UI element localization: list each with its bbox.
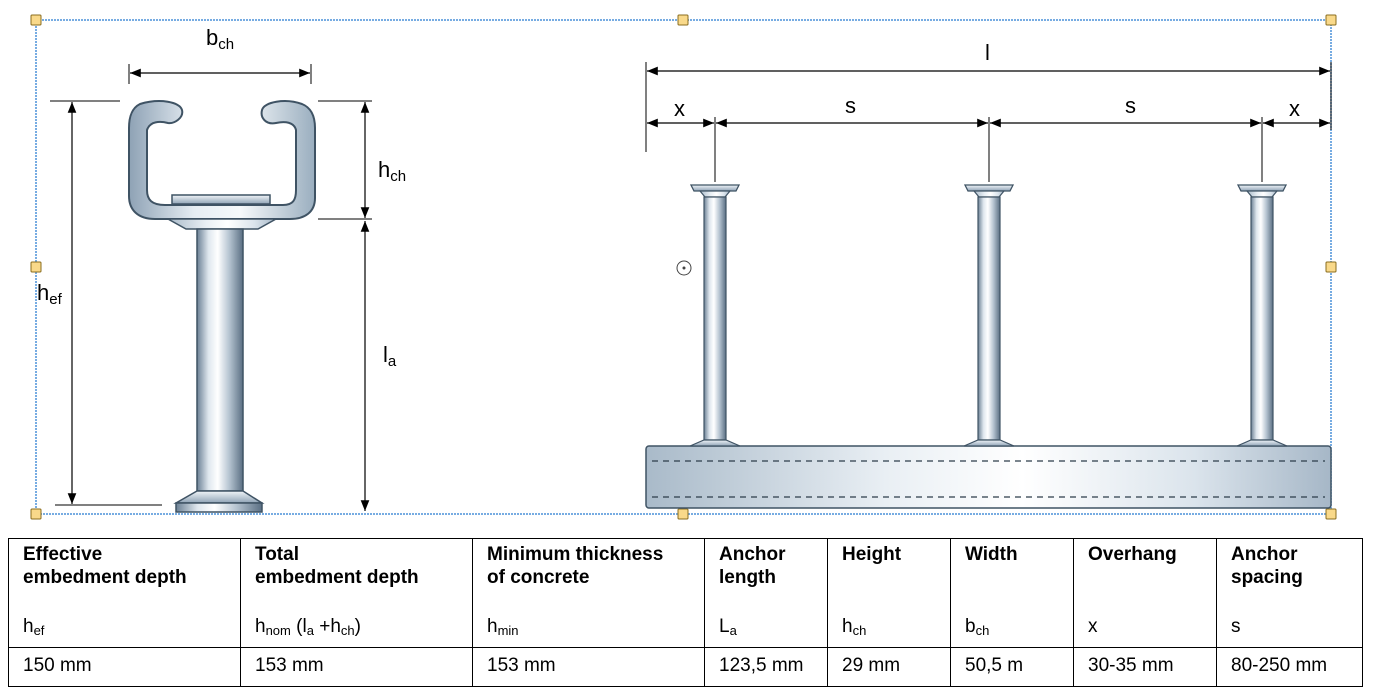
value-cell: 50,5 m — [950, 647, 1074, 687]
resize-handle-bc[interactable] — [677, 508, 689, 520]
resize-handle-bl[interactable] — [30, 508, 42, 520]
dimension-hch: hch — [318, 100, 406, 220]
header-cell-hch: Height hch — [827, 538, 951, 648]
resize-handles[interactable] — [30, 14, 1337, 520]
value-cell: 123,5 mm — [704, 647, 828, 687]
rotation-handle-dot — [682, 266, 686, 270]
value-cell: 153 mm — [240, 647, 473, 687]
table-row: 150 mm 153 mm 153 mm 123,5 mm 29 mm 50,5… — [8, 647, 1363, 687]
anchor-2 — [963, 184, 1015, 447]
anchor-3 — [1236, 184, 1288, 447]
channel-side-view — [645, 184, 1332, 509]
spacing-label-1: s — [845, 93, 856, 118]
value-cell: 150 mm — [8, 647, 241, 687]
resize-handle-tl[interactable] — [30, 14, 42, 26]
svg-text:bch: bch — [206, 25, 234, 53]
resize-handle-mr[interactable] — [1325, 261, 1337, 273]
value-cell: 29 mm — [827, 647, 951, 687]
dimension-bch: bch — [128, 25, 312, 84]
header-cell-x: Overhang x — [1073, 538, 1217, 648]
rotation-handle-icon[interactable] — [676, 260, 692, 276]
channel-cross-section — [128, 100, 316, 513]
svg-text:hch: hch — [378, 157, 406, 185]
value-cell: 30-35 mm — [1073, 647, 1217, 687]
resize-handle-br[interactable] — [1325, 508, 1337, 520]
anchor-1 — [689, 184, 741, 447]
dimension-la: la — [360, 221, 397, 511]
resize-handle-tc[interactable] — [677, 14, 689, 26]
value-cell: 80-250 mm — [1216, 647, 1363, 687]
dimension-hef: hef — [37, 100, 162, 506]
header-cell-bch: Width bch — [950, 538, 1074, 648]
value-cell: 153 mm — [472, 647, 705, 687]
resize-handle-ml[interactable] — [30, 261, 42, 273]
overhang-label-right: x — [1289, 96, 1300, 121]
spacing-label-2: s — [1125, 93, 1136, 118]
dimension-spacing: x s s x — [647, 93, 1330, 182]
svg-text:la: la — [383, 342, 397, 370]
resize-handle-tr[interactable] — [1325, 14, 1337, 26]
svg-text:hef: hef — [37, 280, 63, 308]
dimension-l: l — [645, 40, 1332, 152]
svg-text:l: l — [985, 40, 990, 65]
anchor-channel-diagram: bch hch la hef — [30, 14, 1337, 520]
overhang-label-left: x — [674, 96, 685, 121]
